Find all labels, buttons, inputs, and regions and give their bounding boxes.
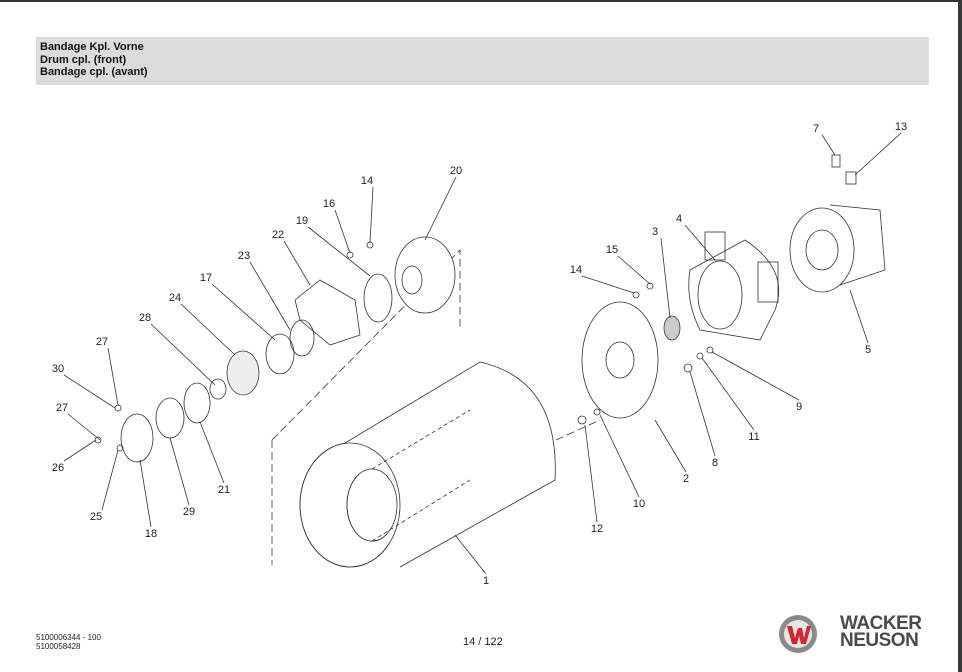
assembly-guide-lines — [271, 249, 601, 565]
part-callout-25: 25 — [90, 511, 102, 523]
title-french: Bandage cpl. (avant) — [40, 66, 148, 78]
leader-line — [307, 226, 371, 277]
leader-line — [581, 275, 635, 294]
part-callout-28: 28 — [139, 312, 151, 324]
part-callout-30: 30 — [52, 363, 64, 375]
page-border-right — [958, 0, 962, 672]
leader-line — [654, 419, 687, 473]
part-callout-27: 27 — [56, 402, 68, 414]
part-callout-27: 27 — [96, 336, 108, 348]
part-callout-14: 14 — [361, 175, 373, 187]
brand-name: WACKER NEUSON — [840, 613, 922, 651]
part-callout-29: 29 — [183, 506, 195, 518]
document-numbers: 5100006344 - 100 5100058428 — [36, 633, 101, 651]
part-callout-16: 16 — [323, 198, 335, 210]
part-callout-14: 14 — [570, 264, 582, 276]
leader-line — [180, 303, 236, 356]
part-callout-10: 10 — [633, 498, 645, 510]
part-callout-26: 26 — [52, 462, 64, 474]
wacker-neuson-logo-icon — [779, 615, 817, 653]
leader-line — [584, 424, 598, 523]
leader-line — [63, 374, 116, 409]
leader-line — [821, 134, 836, 156]
part-callout-20: 20 — [450, 165, 462, 177]
leader-line — [849, 289, 869, 344]
hub-parts — [94, 236, 714, 463]
page-border-top — [0, 0, 962, 2]
title-german: Bandage Kpl. Vorne — [40, 41, 144, 53]
part-callout-1: 1 — [483, 575, 489, 587]
brand-line-1: WACKER — [840, 613, 922, 634]
doc-number-1: 5100006344 - 100 — [36, 633, 101, 642]
part-callout-12: 12 — [591, 523, 603, 535]
part-callout-15: 15 — [606, 244, 618, 256]
part-callout-23: 23 — [238, 250, 250, 262]
page-number: 14 / 122 — [463, 636, 503, 648]
leader-line — [369, 186, 374, 244]
part-callout-9: 9 — [796, 401, 802, 413]
part-callout-21: 21 — [218, 484, 230, 496]
part-callout-17: 17 — [200, 272, 212, 284]
part-callout-18: 18 — [145, 528, 157, 540]
leader-line — [334, 209, 351, 254]
leader-line — [660, 237, 671, 319]
leader-line — [454, 534, 487, 575]
part-callout-24: 24 — [169, 292, 181, 304]
part-callout-22: 22 — [272, 229, 284, 241]
part-callout-19: 19 — [296, 215, 308, 227]
leader-line — [599, 414, 640, 498]
leader-line — [684, 224, 716, 261]
leader-line — [63, 439, 97, 462]
flange-plate-part — [581, 301, 659, 419]
leader-line — [283, 240, 311, 286]
title-english: Drum cpl. (front) — [40, 53, 127, 66]
part-callout-7: 7 — [813, 123, 819, 135]
hydraulic-motor-part — [789, 154, 886, 293]
part-callout-4: 4 — [676, 213, 682, 225]
part-callout-13: 13 — [895, 121, 907, 133]
callout-leader-lines — [63, 132, 902, 575]
seal-ring-part — [663, 315, 681, 341]
leader-line — [424, 176, 457, 241]
leader-line — [67, 413, 101, 441]
leader-line — [249, 261, 291, 331]
brand-line-2: NEUSON — [840, 630, 919, 651]
leader-line — [199, 421, 225, 484]
part-callout-8: 8 — [712, 457, 718, 469]
leader-line — [150, 323, 216, 386]
page-header: Bandage Kpl. Vorne Drum cpl. (front) Ban… — [36, 37, 929, 85]
drum-part — [299, 361, 556, 568]
leader-line — [689, 371, 716, 457]
leader-line — [107, 347, 119, 406]
part-callout-5: 5 — [865, 344, 871, 356]
part-callout-2: 2 — [683, 473, 689, 485]
leader-line — [854, 132, 902, 176]
part-callout-3: 3 — [652, 226, 658, 238]
leader-line — [211, 283, 276, 341]
leader-line — [101, 449, 119, 511]
leader-line — [617, 255, 651, 285]
leader-line — [169, 437, 190, 506]
part-callout-11: 11 — [748, 431, 759, 443]
doc-number-2: 5100058428 — [36, 642, 81, 651]
leader-line — [711, 351, 800, 401]
motor-housing-part — [688, 231, 779, 341]
leader-line — [701, 357, 755, 431]
leader-line — [139, 459, 152, 528]
